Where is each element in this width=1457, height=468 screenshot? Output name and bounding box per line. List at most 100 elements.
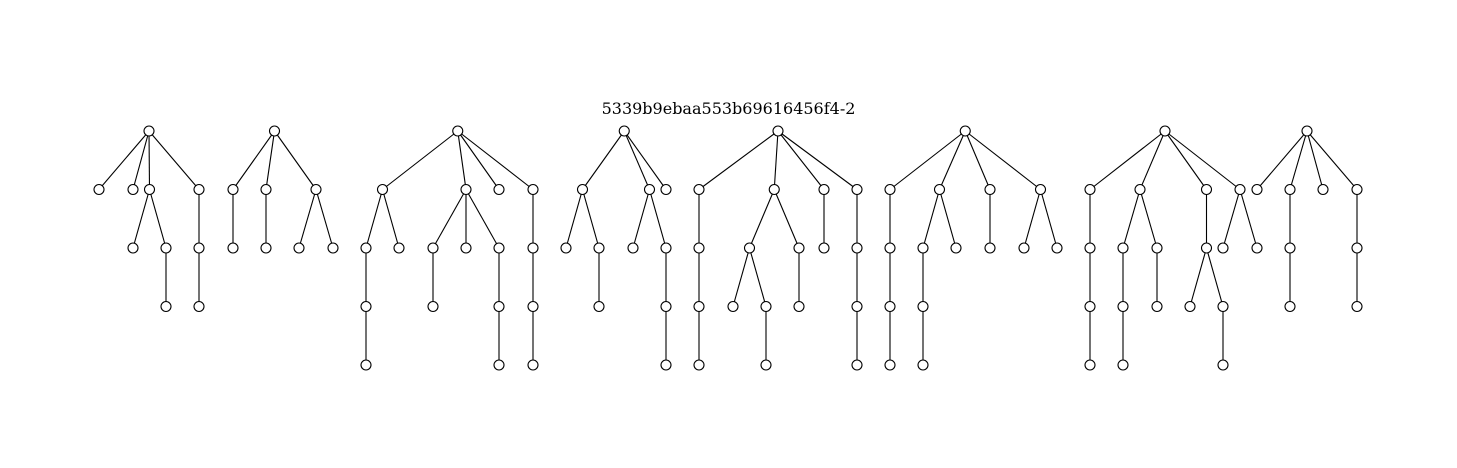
tree-7-node — [1184, 300, 1196, 313]
tree-5-node — [693, 359, 705, 371]
tree-3-node — [527, 300, 539, 313]
tree-5-edge — [777, 130, 858, 190]
tree-4-edge — [623, 130, 667, 190]
tree-2-edge — [265, 130, 276, 190]
tree-8-root-node — [1301, 125, 1313, 137]
tree-2-node — [293, 242, 305, 254]
tree-1-edge — [148, 189, 167, 249]
tree-5-node — [693, 183, 705, 196]
tree-4-node — [660, 183, 672, 196]
tree-4-edge — [623, 130, 651, 190]
tree-3-root-node — [452, 125, 464, 137]
tree-8-edge — [1306, 130, 1358, 190]
tree-3-edge — [432, 189, 467, 249]
tree-5-root-node — [772, 125, 784, 137]
tree-3-node — [427, 242, 439, 254]
tree-7-edge — [1205, 247, 1224, 307]
tree-6-root-node — [959, 125, 971, 137]
tree-3-node — [527, 359, 539, 371]
tree-4-node — [627, 242, 639, 254]
tree-1-edge — [98, 130, 150, 190]
tree-6-node — [884, 359, 896, 371]
tree-5-node — [818, 183, 830, 196]
figure-title: 5339b9ebaa553b69616456f4-2 — [601, 99, 856, 118]
tree-5-node — [760, 300, 772, 313]
edges-group — [98, 130, 1358, 365]
tree-6-node — [1018, 242, 1030, 254]
tree-3-edge — [465, 189, 500, 249]
tree-8-edge — [1289, 130, 1308, 190]
tree-5-edge — [773, 130, 779, 190]
tree-4-edge — [565, 189, 584, 249]
tree-7-node — [1151, 300, 1163, 313]
tree-5-node — [793, 242, 805, 254]
tree-5-edge — [748, 247, 767, 307]
tree-2-edge — [274, 130, 317, 190]
tree-6-node — [950, 242, 962, 254]
tree-6-node — [884, 300, 896, 313]
tree-4-edge — [582, 130, 625, 190]
tree-3-node — [493, 359, 505, 371]
tree-7-edge — [1139, 189, 1158, 249]
tree-5-node — [851, 359, 863, 371]
tree-7-node — [1084, 183, 1096, 196]
tree-4-node — [593, 242, 605, 254]
tree-8-node — [1317, 183, 1329, 196]
tree-3-edge — [382, 130, 459, 190]
tree-4-node — [560, 242, 572, 254]
tree-6-node — [917, 242, 929, 254]
tree-4-edge — [648, 189, 667, 249]
tree-7-node — [1234, 183, 1246, 196]
tree-7-node — [1217, 242, 1229, 254]
tree-6-edge — [938, 130, 966, 190]
tree-1-node — [127, 242, 139, 254]
tree-4-edge — [632, 189, 651, 249]
tree-2-node — [310, 183, 322, 196]
tree-6-node — [984, 242, 996, 254]
tree-7-edge — [1139, 130, 1166, 190]
tree-1-node — [193, 300, 205, 313]
tree-3-node — [460, 242, 472, 254]
tree-6-edge — [964, 130, 991, 190]
tree-7-node — [1084, 242, 1096, 254]
tree-7-node — [1151, 242, 1163, 254]
nodes-group — [93, 125, 1363, 371]
tree-6-node — [1051, 242, 1063, 254]
tree-7-node — [1117, 242, 1129, 254]
tree-6-node — [984, 183, 996, 196]
tree-4-node — [593, 300, 605, 313]
tree-1-node — [193, 242, 205, 254]
tree-5-node — [768, 183, 780, 196]
tree-1-edge — [132, 130, 150, 190]
tree-5-node — [851, 183, 863, 196]
tree-3-node — [427, 300, 439, 313]
tree-8-node — [1351, 242, 1363, 254]
tree-7-edge — [1222, 189, 1241, 249]
tree-8-node — [1284, 183, 1296, 196]
tree-1-edge — [148, 130, 151, 190]
tree-7-edge — [1239, 189, 1258, 249]
tree-1-node — [193, 183, 205, 196]
tree-6-node — [1034, 183, 1047, 196]
tree-6-edge — [889, 130, 966, 190]
tree-7-edge — [1164, 130, 1207, 190]
tree-1-node — [93, 183, 105, 196]
tree-3-node — [360, 242, 372, 254]
tree-3-node — [527, 183, 539, 196]
tree-1-node — [127, 183, 139, 196]
tree-1-edge — [132, 189, 151, 249]
tree-3-edge — [457, 130, 467, 190]
tree-3-edge — [457, 130, 500, 190]
tree-5-edge — [773, 189, 800, 249]
tree-7-node — [1117, 300, 1129, 313]
tree-6-node — [884, 242, 896, 254]
tree-6-node — [884, 183, 896, 196]
tree-6-edge — [964, 130, 1041, 190]
tree-6-node — [917, 300, 929, 313]
tree-7-root-node — [1159, 125, 1171, 137]
tree-8-edge — [1256, 130, 1308, 190]
tree-2-node — [260, 242, 272, 254]
tree-1-root-node — [143, 125, 155, 137]
tree-7-node — [1200, 183, 1213, 196]
